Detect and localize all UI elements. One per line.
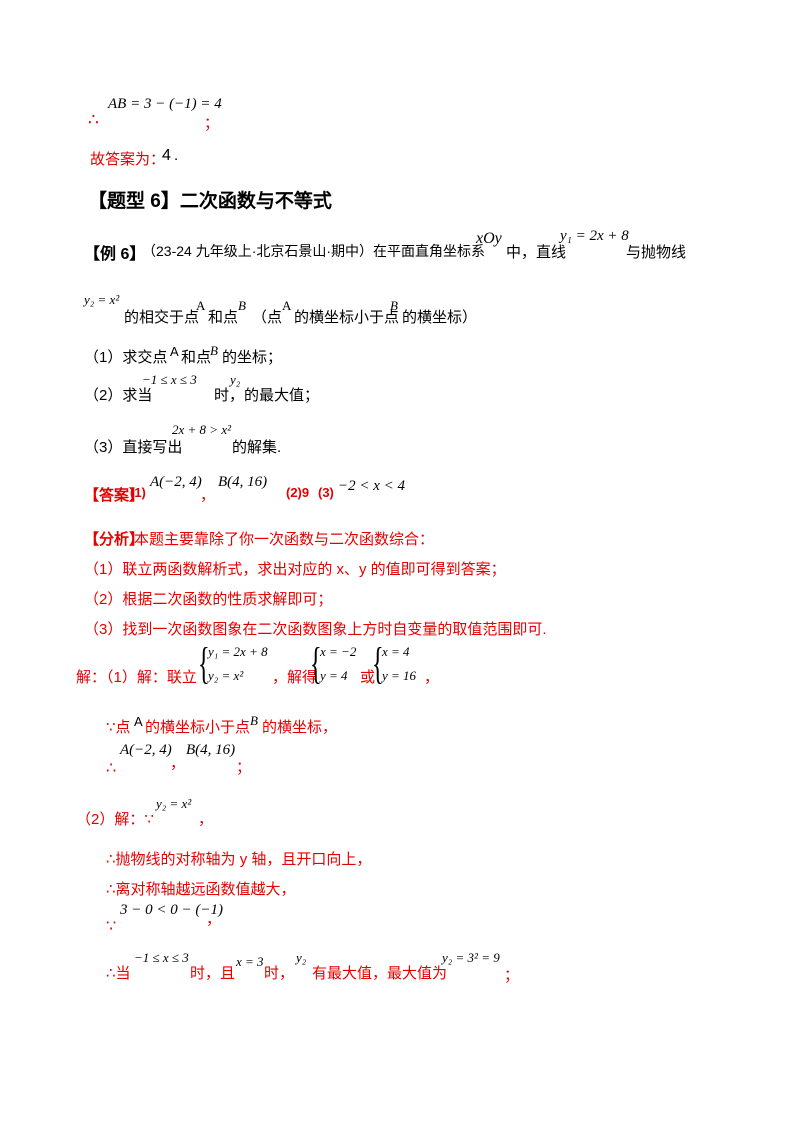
semicolon: ； bbox=[204, 115, 220, 132]
example-mid: 中，直线 bbox=[506, 244, 567, 261]
analysis-step1: （1）联立两函数解析式，求出对应的 x、y 的值即可得到答案； bbox=[84, 561, 506, 578]
last-b: 时，且 bbox=[190, 965, 236, 982]
q2-a: （2）求当 bbox=[84, 387, 153, 404]
ab-equation: AB = 3 − (−1) = 4 bbox=[108, 96, 222, 112]
axis-line: ∴抛物线的对称轴为 y 轴，且开口向上， bbox=[106, 851, 372, 868]
last-x: x = 3 bbox=[236, 954, 264, 969]
answer-part1: (1) bbox=[130, 485, 146, 500]
therefore-2: ∴ bbox=[106, 760, 117, 777]
q3-inequality: 2x + 8 > x² bbox=[172, 422, 231, 437]
line2-end: 的横坐标） bbox=[402, 309, 478, 326]
system-brace-1: { bbox=[198, 639, 210, 688]
q1-point-b: B bbox=[210, 343, 218, 358]
section-title: 【题型 6】二次函数与不等式 bbox=[88, 191, 332, 212]
because-1-a: A bbox=[134, 714, 143, 729]
last-end: ； bbox=[504, 967, 520, 984]
q2-c: 的最大值； bbox=[244, 387, 320, 404]
analysis-intro: 本题主要靠除了你一次函数与二次函数综合： bbox=[134, 531, 435, 548]
analysis-step3: （3）找到一次函数图象在二次函数图象上方时自变量的取值范围即可. bbox=[84, 621, 547, 638]
because-2: ∵ bbox=[106, 918, 117, 935]
q2-y: y₂ bbox=[230, 372, 241, 387]
therefore-symbol: ∴ bbox=[88, 110, 99, 129]
system-brace-2: { bbox=[310, 639, 322, 688]
point-b2: B bbox=[390, 298, 398, 313]
line2-mid: 的横坐标小于点 bbox=[294, 309, 400, 326]
because-1-b: B bbox=[250, 713, 258, 728]
solution-semi: ； bbox=[236, 759, 252, 776]
line2-a: 的相交于点 bbox=[124, 309, 200, 326]
last-c: 时， bbox=[264, 965, 295, 982]
solution1-y: y = 4 bbox=[320, 668, 348, 683]
because-1-mid: 的横坐标小于点 bbox=[145, 719, 251, 736]
point-a: A bbox=[196, 298, 206, 313]
period: . bbox=[174, 147, 179, 164]
line2-and: 和点 bbox=[208, 309, 239, 326]
analysis-step2: （2）根据二次函数的性质求解即可； bbox=[84, 591, 333, 608]
last-value: y₂ = 3² = 9 bbox=[442, 950, 500, 965]
solution-comma: ， bbox=[170, 755, 186, 772]
solution-a: A(−2, 4) bbox=[120, 742, 172, 758]
last-d: 有最大值，最大值为 bbox=[312, 965, 448, 982]
solution-1-intro: 解：（1）解：联立 bbox=[76, 669, 197, 686]
line-equation: y₁ = 2x + 8 bbox=[560, 228, 629, 244]
q1-b: 和点 bbox=[181, 349, 212, 366]
q1-a: （1）求交点 bbox=[84, 349, 168, 366]
because-1: ∵点 bbox=[106, 719, 131, 736]
analysis-label: 【分析】 bbox=[84, 531, 145, 548]
system1-line1: y₁ = 2x + 8 bbox=[208, 644, 268, 659]
y2-equation: y₂ = x² bbox=[156, 796, 192, 811]
q1-c: 的坐标； bbox=[222, 349, 283, 366]
last-y: y₂ bbox=[296, 950, 307, 965]
system1-line2: y₂ = x² bbox=[208, 668, 244, 683]
solution-end1: ， bbox=[424, 669, 440, 686]
q1-point-a: A bbox=[170, 344, 179, 359]
q2-range: −1 ≤ x ≤ 3 bbox=[142, 372, 197, 387]
example-source: （23-24 九年级上·北京石景山·期中）在平面直角坐标系 bbox=[142, 243, 486, 259]
answer-comma: ， bbox=[200, 487, 216, 504]
solution1-x: x = −2 bbox=[320, 644, 357, 659]
solution2-y: y = 16 bbox=[382, 668, 417, 683]
parabola-equation: y₂ = x² bbox=[84, 292, 120, 307]
answer-label: 【答案】 bbox=[84, 487, 145, 504]
answer-range: −2 < x < 4 bbox=[338, 478, 406, 494]
system-brace-3: { bbox=[372, 639, 384, 688]
example-tail: 与抛物线 bbox=[626, 244, 687, 261]
solution-huo: 或 bbox=[360, 669, 376, 686]
last-a: ∴当 bbox=[106, 965, 131, 982]
answer-a: A(−2, 4) bbox=[150, 474, 202, 490]
q3-b: 的解集. bbox=[232, 439, 282, 456]
solution-2-end: ， bbox=[198, 811, 214, 828]
point-b: B bbox=[238, 298, 246, 313]
example-tag: 【例 6】 bbox=[84, 246, 146, 263]
solution-b: B(4, 16) bbox=[186, 742, 236, 758]
because-1-end: 的横坐标， bbox=[262, 719, 338, 736]
answer-line: 故答案为： bbox=[90, 151, 166, 168]
answer-part3: (3) bbox=[318, 485, 334, 500]
solution-jiede: ，解得 bbox=[272, 669, 318, 686]
q3-a: （3）直接写出 bbox=[84, 439, 183, 456]
answer-part2: (2)9 bbox=[286, 485, 310, 500]
answer-value: 4 bbox=[162, 147, 171, 164]
compare-end: ， bbox=[206, 911, 222, 928]
line2-paren: （点 bbox=[252, 309, 283, 326]
q2-b: 时， bbox=[214, 387, 245, 404]
last-range: −1 ≤ x ≤ 3 bbox=[134, 950, 189, 965]
point-a2: A bbox=[282, 298, 292, 313]
solution2-x: x = 4 bbox=[382, 644, 410, 659]
xoy-symbol: xOy bbox=[476, 230, 502, 247]
far-line: ∴离对称轴越远函数值越大， bbox=[106, 881, 296, 898]
answer-b: B(4, 16) bbox=[218, 474, 268, 490]
compare-expression: 3 − 0 < 0 − (−1) bbox=[120, 902, 223, 918]
solution-2-intro: （2）解：∵ bbox=[76, 811, 154, 828]
